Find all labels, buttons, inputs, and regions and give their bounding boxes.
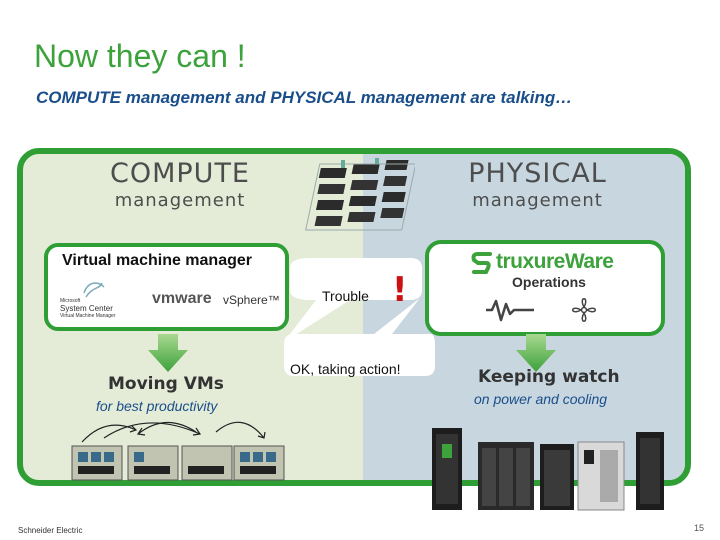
keeping-watch-caption: on power and cooling (474, 391, 608, 407)
keeping-watch-title: Keeping watch (478, 367, 620, 387)
struxureware-logo-text: truxureWare (496, 250, 614, 273)
physical-subtitle: management (472, 190, 603, 211)
rack-unit-1 (432, 428, 462, 510)
vmm-label: Virtual machine manager (58, 252, 256, 270)
ok-action-text: OK, taking action! (290, 361, 401, 377)
sc-brand: System Center (60, 304, 113, 313)
moving-vms-title: Moving VMs (108, 374, 224, 394)
compute-down-arrow-icon (148, 334, 188, 372)
speech-bubbles (284, 258, 435, 376)
exclamation-mark: ! (392, 270, 408, 310)
physical-infrastructure-image (432, 428, 664, 511)
server-racks-image (305, 158, 415, 231)
trouble-text: Trouble (322, 288, 369, 304)
rack-unit-2 (540, 444, 574, 510)
vmware-logo: vmware (152, 290, 212, 307)
ups-unit (577, 441, 625, 511)
struxureware-logo-icon (471, 252, 492, 274)
page-subtitle: COMPUTE management and PHYSICAL manageme… (36, 88, 573, 107)
power-waveform-icon (486, 299, 534, 322)
rack-row-unit (478, 442, 534, 510)
host-server-1 (71, 445, 123, 481)
host-server-3 (181, 445, 233, 481)
compute-title: COMPUTE (110, 158, 250, 189)
sc-product: Virtual Machine Manager (60, 313, 116, 319)
cooling-fan-icon (572, 298, 596, 322)
vsphere-logo: vSphere™ (223, 293, 280, 307)
page-title: Now they can ! (34, 38, 246, 74)
system-center-icon (83, 282, 105, 298)
physical-down-arrow-icon (516, 334, 556, 372)
moving-vms-caption: for best productivity (96, 398, 218, 414)
vm-migration-diagram (71, 421, 285, 481)
sc-brand-small: Microsoft (60, 298, 81, 304)
rack-unit-3 (636, 432, 664, 510)
operations-label: Operations (512, 274, 586, 290)
host-server-4 (233, 445, 285, 481)
compute-subtitle: management (114, 190, 246, 211)
footer-company: Schneider Electric (18, 526, 83, 535)
zone-divider (323, 154, 383, 480)
page-number: 15 (694, 523, 705, 533)
host-server-2 (127, 445, 179, 481)
physical-title: PHYSICAL (468, 158, 607, 189)
